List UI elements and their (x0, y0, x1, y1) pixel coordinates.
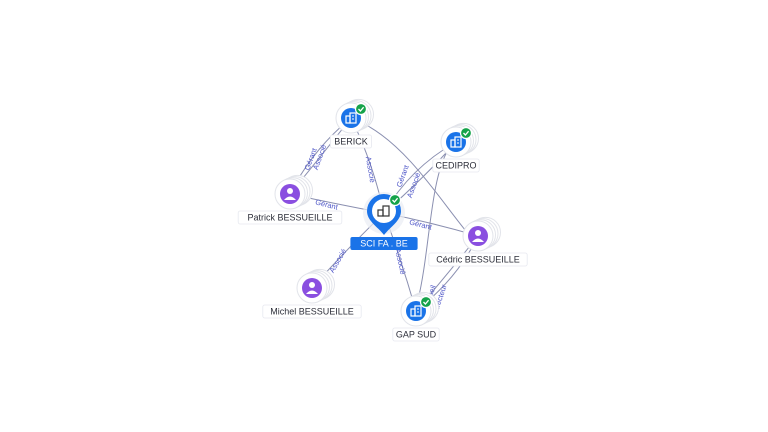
edge-label: Associé (364, 156, 377, 183)
building-icon (377, 205, 390, 217)
center-label-box (350, 237, 418, 250)
center-label: SCI FA . BE (360, 239, 408, 249)
node-label: GAP SUD (396, 330, 437, 340)
node-berick[interactable]: BERICK (329, 98, 374, 149)
node-label-box (432, 158, 480, 173)
verified-check-icon (354, 102, 368, 116)
verified-check-icon (459, 126, 473, 140)
center-pin-inner (372, 199, 396, 223)
node-cedipro[interactable]: CEDIPRO (432, 122, 480, 173)
node-label: CEDIPRO (435, 161, 476, 171)
verified-check-icon (419, 295, 433, 309)
edge-label: Associé (393, 248, 407, 276)
building-icon (450, 136, 462, 148)
node-cedric-bessueille[interactable]: Cédric BESSUEILLE (428, 216, 528, 267)
nodes-layer: BERICK CEDIPRO Patrick BESSUEILLE Cédric BE… (237, 98, 528, 342)
node-label: Cédric BESSUEILLE (436, 255, 520, 265)
building-icon (410, 305, 422, 317)
building-icon (345, 112, 357, 124)
node-label: BERICK (334, 137, 368, 147)
edge-label: Gérant (408, 217, 433, 232)
person-icon (306, 282, 318, 294)
node-label: Michel BESSUEILLE (270, 307, 354, 317)
node-label-box (237, 210, 343, 225)
node-label-box (329, 134, 372, 149)
node-gap-sud[interactable]: GAP SUD (392, 291, 440, 342)
node-label: Patrick BESSUEILLE (247, 213, 332, 223)
node-michel-bessueille[interactable]: Michel BESSUEILLE (262, 268, 362, 319)
node-patrick-bessueille[interactable]: Patrick BESSUEILLE (237, 174, 343, 225)
center-node-sci-fa-be[interactable]: SCI FA . BE (350, 192, 418, 250)
node-label-box (428, 252, 528, 267)
person-icon (472, 230, 484, 242)
person-icon (284, 188, 296, 200)
node-label-box (262, 304, 362, 319)
node-label-box (392, 327, 440, 342)
verified-check-icon (388, 193, 402, 207)
edge-label: Associé (327, 247, 348, 274)
edge-label: Gérant (314, 197, 339, 212)
